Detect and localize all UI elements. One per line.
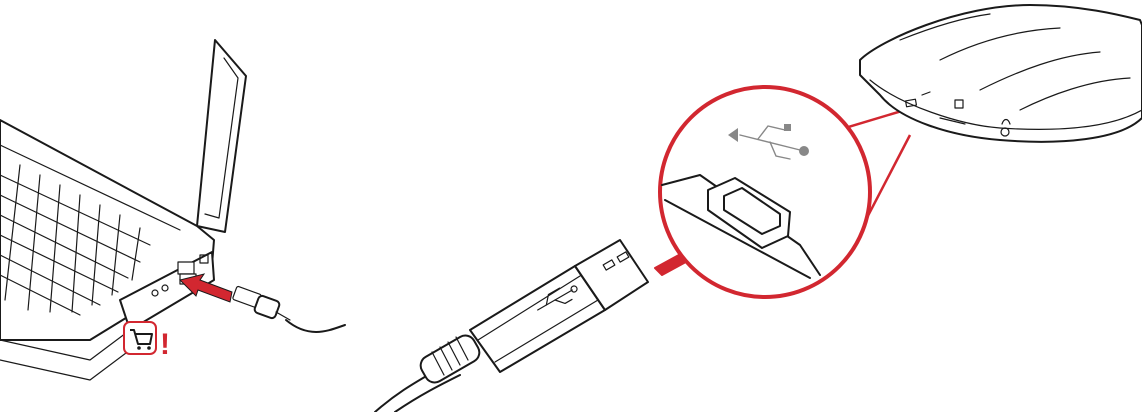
external-device-illustration <box>860 5 1142 142</box>
usb-cable-small <box>232 286 345 332</box>
exclamation-icon: ! <box>160 328 170 361</box>
shopping-cart-icon <box>124 322 156 354</box>
port-zoom-inset <box>660 87 910 297</box>
usb-cable-large <box>375 240 648 412</box>
laptop-illustration: ! <box>0 40 345 380</box>
cable-strain-relief <box>417 332 483 386</box>
